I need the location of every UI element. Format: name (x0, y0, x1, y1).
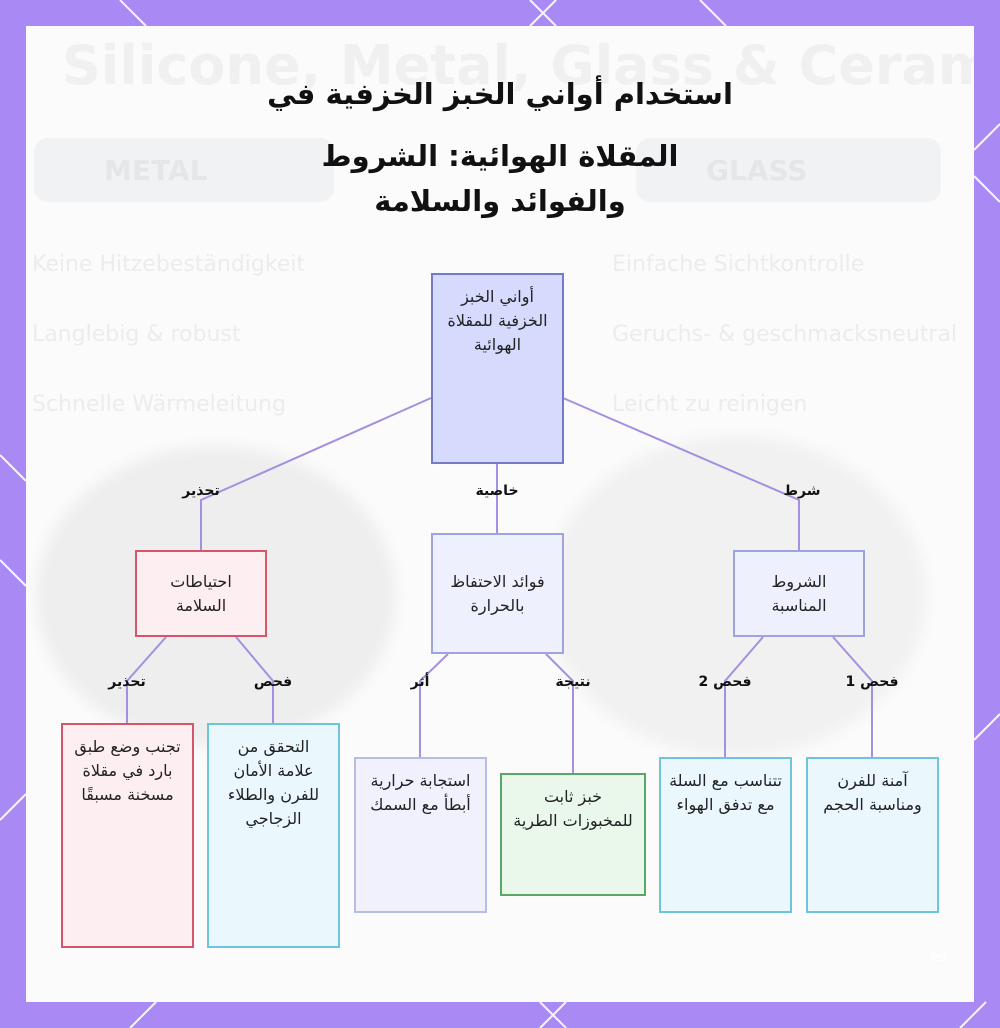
node-heat-retention-benefits: فوائد الاحتفاظ بالحرارة (431, 533, 564, 654)
node-avoid-cold-dish: تجنب وضع طبق بارد في مقلاة مسخنة مسبقًا (61, 723, 194, 948)
background-row: Leicht zu reinigen (612, 392, 808, 417)
background-pill-left: METAL (34, 138, 334, 202)
edge-heat-stable (545, 653, 574, 773)
background-row: Geruchs- & geschmacksneutral (612, 322, 958, 347)
node-stable-baking: خبز ثابت للمخبوزات الطرية (500, 773, 646, 896)
edge-label-effect: أثر (410, 674, 430, 690)
edge-cond-fit (724, 636, 764, 757)
node-root: أواني الخبز الخزفية للمقلاة الهوائية (431, 273, 564, 464)
edge-root-conditions (562, 397, 800, 550)
edge-cond-oven (832, 636, 873, 757)
title-line-1: استخدام أواني الخبز الخزفية في (267, 77, 733, 111)
node-check-safety-mark: التحقق من علامة الأمان للفرن والطلاء الز… (207, 723, 340, 948)
edge-label-warning: تحذير (108, 674, 146, 690)
edge-label-condition: شرط (783, 483, 821, 499)
edge-label-result: نتيجة (555, 674, 591, 690)
background-row: Keine Hitzebeständigkeit (32, 252, 306, 277)
envelope-icon: ✉ (929, 944, 947, 968)
page-title: استخدام أواني الخبز الخزفية في المقلاة ا… (26, 66, 974, 216)
edge-label-property: خاصية (475, 483, 519, 499)
background-headline: Silicone, Metal, Glass & Ceramic (62, 34, 974, 97)
edge-label-check-2: فحص 2 (698, 674, 752, 690)
background-row: Schnelle Wärmeleitung (32, 392, 286, 417)
edge-heat-slow (419, 653, 449, 757)
node-safety-precautions: احتياطات السلامة (135, 550, 267, 637)
node-suitable-conditions: الشروط المناسبة (733, 550, 865, 637)
edge-root-safety (200, 397, 432, 550)
title-line-3: والفوائد والسلامة (374, 184, 626, 218)
edge-safety-check (235, 636, 274, 723)
node-fits-basket: تتناسب مع السلة مع تدفق الهواء (659, 757, 792, 913)
node-oven-safe: آمنة للفرن ومناسبة الحجم (806, 757, 939, 913)
edge-label-check-1: فحص 1 (845, 674, 899, 690)
edge-label-warning: تحذير (182, 483, 220, 499)
edge-label-check: فحص (253, 674, 293, 690)
background-row: Einfache Sichtkontrolle (612, 252, 865, 277)
title-line-2: المقلاة الهوائية: الشروط (321, 139, 679, 173)
edge-safety-avoid (126, 636, 167, 723)
node-slow-thermal-response: استجابة حرارية أبطأ مع السمك (354, 757, 487, 913)
background-row: Langlebig & robust (32, 322, 241, 347)
background-pill-right: GLASS (636, 138, 941, 202)
